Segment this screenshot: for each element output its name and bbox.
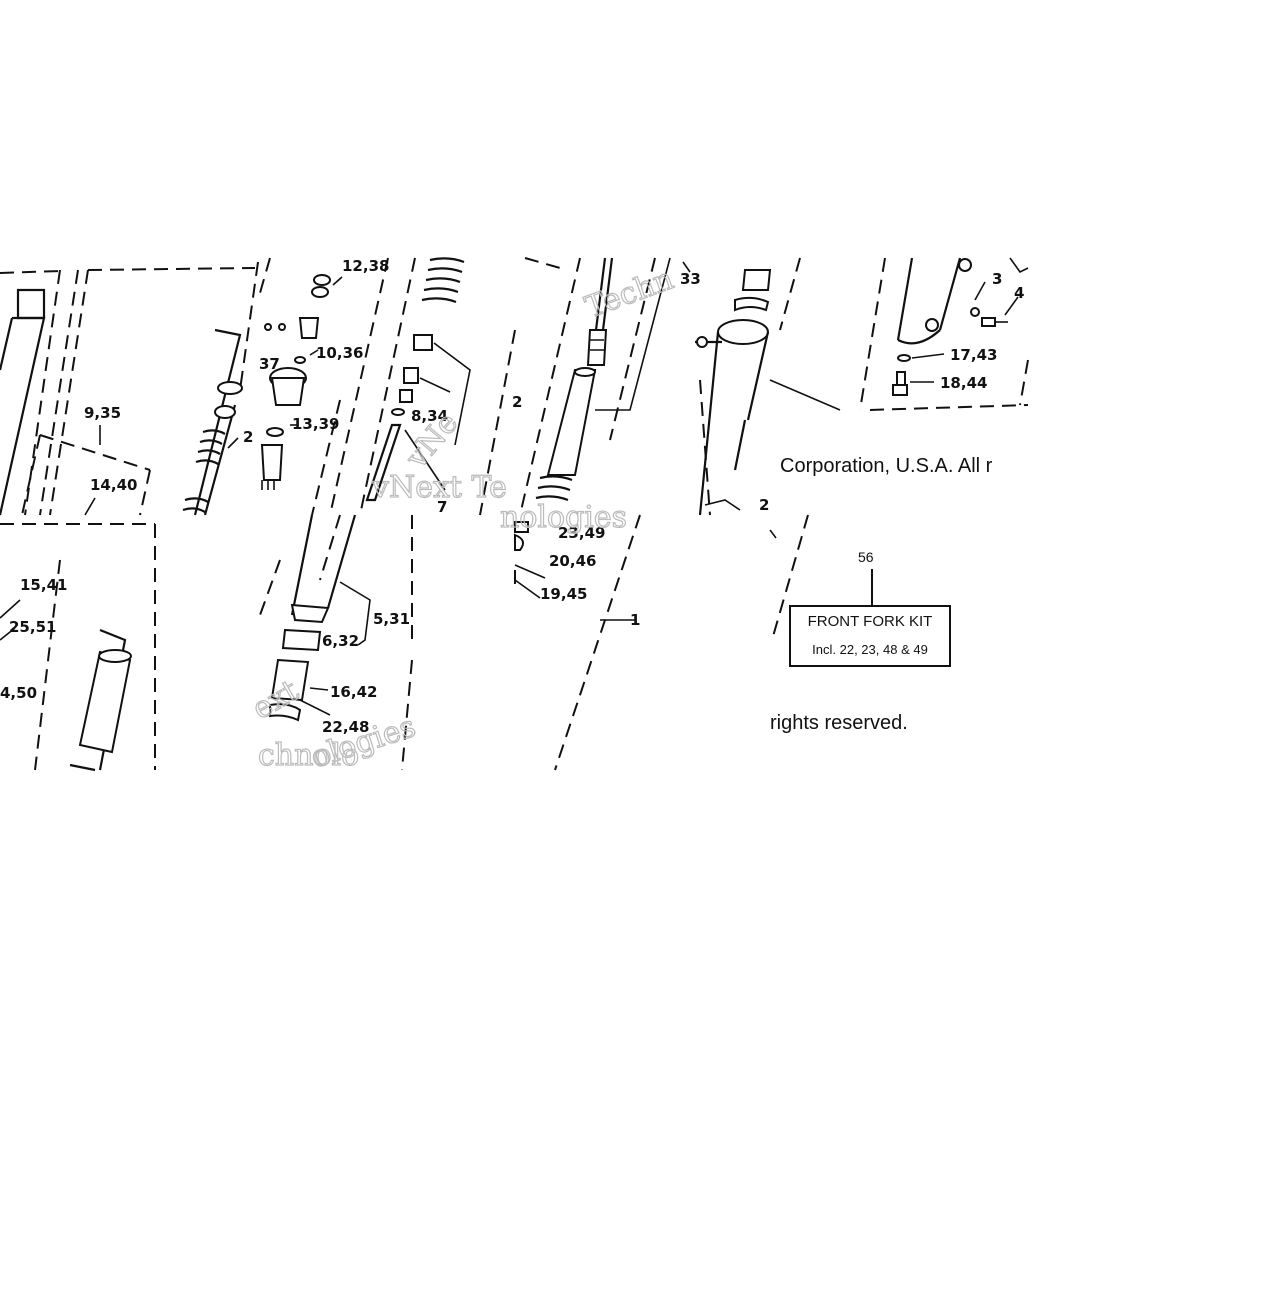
- callout-12-38: 12,38: [342, 257, 389, 275]
- copyright-line-2: rights reserved.: [770, 712, 908, 734]
- tile-top-middle: [257, 257, 516, 516]
- callout-4-50: 4,50: [0, 684, 37, 702]
- callout-2c: 2: [759, 496, 769, 514]
- callout-4: 4: [1014, 284, 1024, 302]
- callout-14-40: 14,40: [90, 476, 137, 494]
- watermark-text: nologies: [500, 500, 627, 535]
- callout-2b: 2: [512, 393, 522, 411]
- tile-bottom-center: [514, 514, 641, 771]
- callout-17-43: 17,43: [950, 346, 997, 364]
- callout-37: 37: [259, 355, 280, 373]
- tile-top-right: [519, 257, 772, 516]
- kit-title: FRONT FORK KIT: [807, 613, 933, 630]
- kit-leader-line: [871, 569, 873, 606]
- tile-bottom-left: [0, 523, 156, 772]
- callout-9-35: 9,35: [84, 404, 121, 422]
- callout-6-32: 6,32: [322, 632, 359, 650]
- watermark-text: Techn: [581, 262, 678, 326]
- callout-5-31: 5,31: [373, 610, 410, 628]
- tile-bottom-right: [769, 514, 809, 641]
- callout-13-39: 13,39: [292, 415, 339, 433]
- callout-33: 33: [680, 270, 701, 288]
- watermark-text: chnolo: [258, 738, 359, 773]
- callout-3: 3: [992, 270, 1002, 288]
- tile-far-right: [769, 257, 1029, 411]
- tile-bottom-middle: [259, 514, 413, 771]
- callout-2a: 2: [243, 428, 253, 446]
- copyright-line-1: Corporation, U.S.A. All r: [780, 455, 993, 477]
- kit-includes: Incl. 22, 23, 48 & 49: [812, 642, 928, 657]
- callout-labels: 12,38 37 10,36 9,35 13,39 2 14,40 8,34 2…: [0, 257, 1024, 736]
- watermark-text: vNext Te: [371, 470, 507, 505]
- callout-7: 7: [437, 498, 447, 516]
- callout-25-51: 25,51: [9, 618, 56, 636]
- callout-18-44: 18,44: [940, 374, 987, 392]
- callout-22-48: 22,48: [322, 718, 369, 736]
- callout-10-36: 10,36: [316, 344, 363, 362]
- callout-20-46: 20,46: [549, 552, 596, 570]
- callout-16-42: 16,42: [330, 683, 377, 701]
- callout-23-49: 23,49: [558, 524, 605, 542]
- kit-callout-number: 56: [858, 549, 874, 565]
- tile-top-left: [0, 261, 259, 516]
- callout-8-34: 8,34: [411, 407, 448, 425]
- callout-1: 1: [630, 611, 640, 629]
- callout-19-45: 19,45: [540, 585, 587, 603]
- front-fork-kit-box: FRONT FORK KIT Incl. 22, 23, 48 & 49: [789, 605, 951, 667]
- callout-15-41: 15,41: [20, 576, 67, 594]
